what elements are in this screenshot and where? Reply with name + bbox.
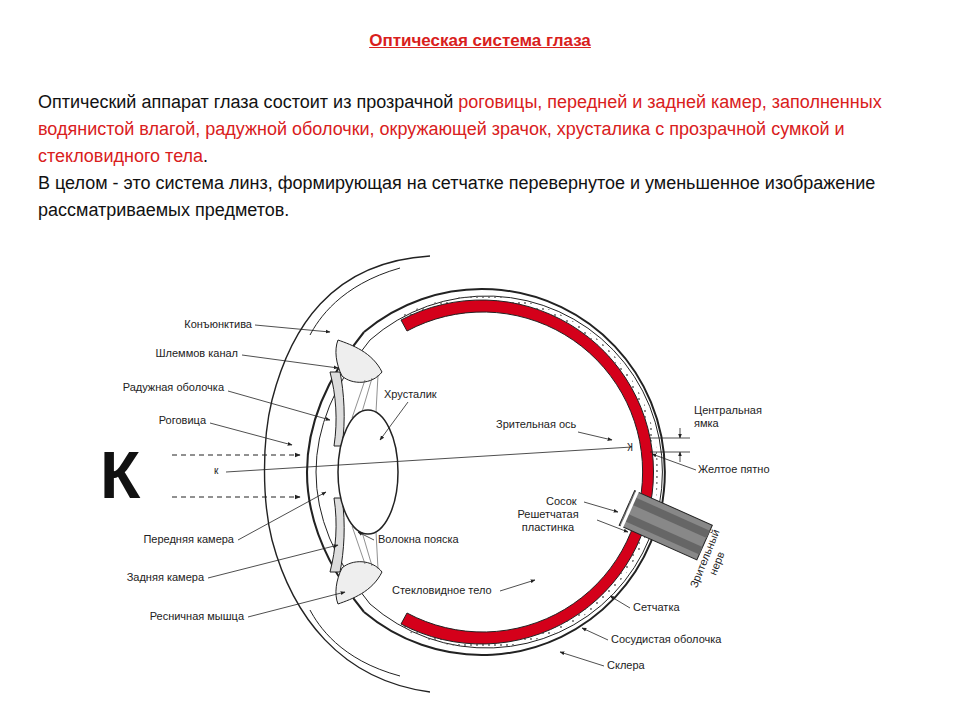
- eyelid-outline: [310, 268, 400, 335]
- part-label: Роговица: [120, 414, 206, 427]
- ciliary-body: [336, 340, 382, 382]
- intro-paragraph: Оптический аппарат глаза состоит из проз…: [38, 89, 928, 224]
- part-label: Сосудистая оболочка: [611, 633, 741, 646]
- part-label: Задняя камера: [90, 571, 204, 584]
- lens: [338, 410, 398, 534]
- object-letter: к: [214, 465, 226, 477]
- part-label: Сетчатка: [633, 601, 703, 614]
- iris: [330, 372, 344, 446]
- part-label: Стекловидное тело: [392, 584, 500, 597]
- part-label: Решетчатая пластинка: [500, 508, 596, 534]
- ciliary-body: [336, 562, 382, 604]
- leader-lines: [208, 325, 696, 666]
- paragraph-text: В целом - это система линз, формирующая …: [38, 173, 875, 220]
- part-label: Склера: [607, 659, 667, 672]
- visual-axis: [226, 447, 632, 472]
- part-label: Ресничная мышца: [110, 610, 244, 623]
- part-label: Зрительная ось: [496, 418, 578, 431]
- object-letter: К: [100, 436, 170, 515]
- part-label: Сосок: [546, 495, 586, 508]
- eyelid-outline: [310, 610, 400, 676]
- optic-nerve: [618, 489, 713, 562]
- page-title: Оптическая система глаза: [0, 31, 960, 51]
- light-ray: [172, 455, 300, 456]
- image-letter: К: [621, 440, 633, 452]
- part-label: Хрусталик: [384, 388, 464, 401]
- part-label: Желтое пятно: [698, 463, 788, 476]
- paragraph-text: Оптический аппарат глаза состоит из проз…: [38, 92, 453, 112]
- part-label: Передняя камера: [100, 533, 234, 546]
- part-label: Конъюнктива: [140, 318, 252, 331]
- iris: [330, 498, 344, 572]
- sclera: [364, 289, 665, 655]
- part-label: Шлеммов канал: [120, 347, 238, 360]
- part-label: Волокна пояска: [378, 533, 478, 546]
- part-label: Центральная ямка: [694, 404, 784, 430]
- part-label: Радужная оболочка: [100, 381, 224, 394]
- light-ray: [172, 497, 300, 498]
- paragraph-text: .: [203, 146, 208, 166]
- sclera: [370, 296, 662, 648]
- fovea-bracket: [650, 428, 690, 462]
